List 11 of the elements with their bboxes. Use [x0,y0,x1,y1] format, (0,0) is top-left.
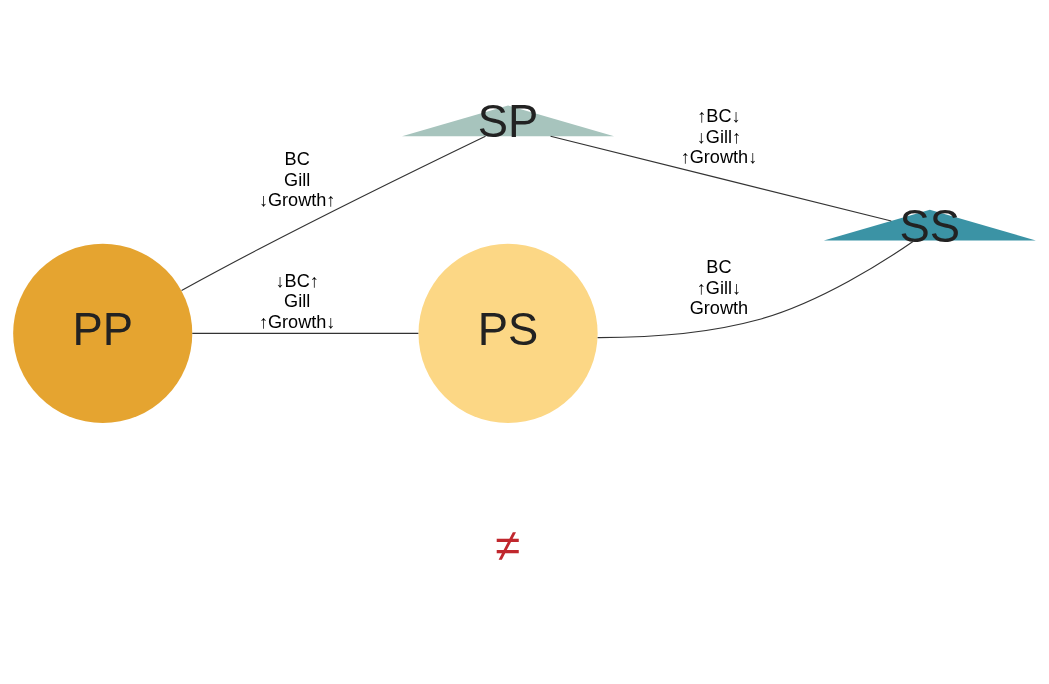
edge-label: ↓BC↑ Gill ↑Growth↓ [258,270,336,332]
label: ≠ [495,519,521,571]
edge-label: BC ↑Gill↓ Growth [689,256,749,318]
edge-label: ↑BC↓ ↓Gill↑ ↑Growth↓ [680,105,758,167]
edge-label: BC Gill ↓Growth↑ [258,148,336,210]
connector [191,332,419,334]
node-circle: PS [418,243,598,423]
connector [181,135,487,291]
connector [597,239,915,338]
connector [550,135,892,221]
node-circle: PP [13,243,193,423]
